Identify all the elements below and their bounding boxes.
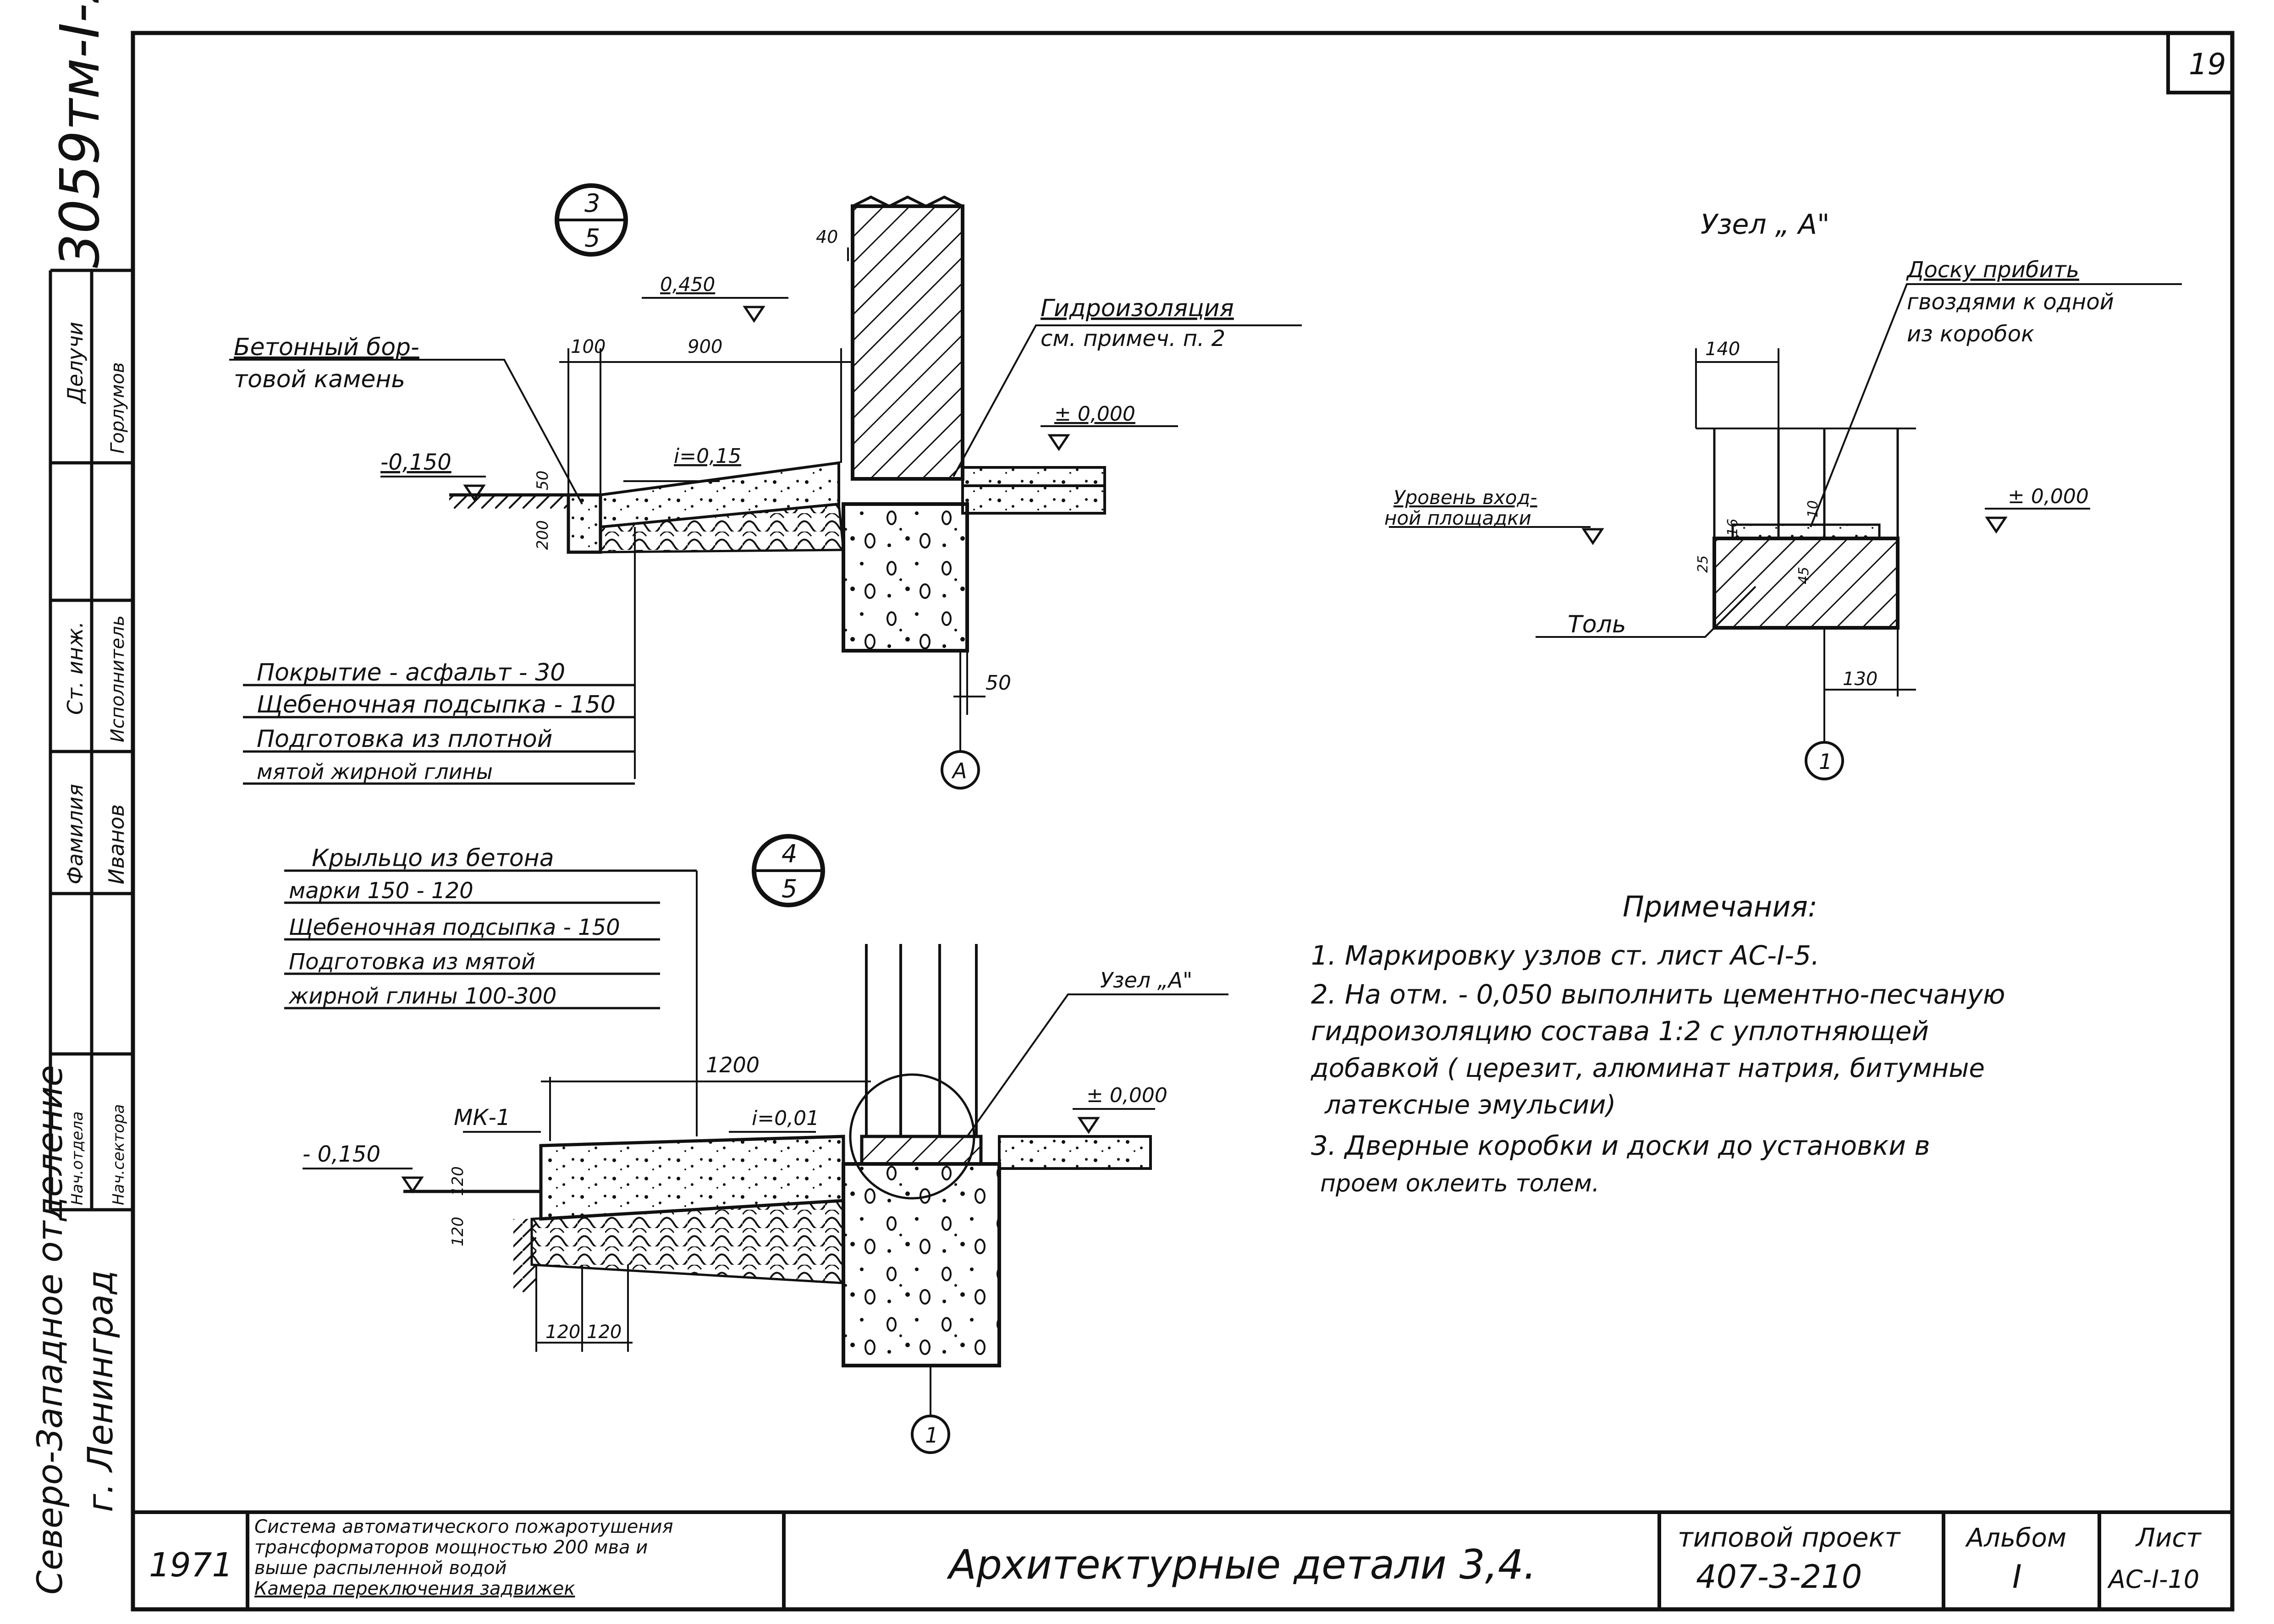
node-a-board-1: Доску прибить: [1906, 257, 2079, 283]
stamp-row-2-name: Исполнитель: [107, 615, 128, 742]
note-line-2: 2. На отм. - 0,050 выполнить цементно-пе…: [1311, 979, 2005, 1010]
stamp-org: Северо-Западное отделение: [29, 1065, 70, 1595]
node-a-level-zero: ± 0,000: [2008, 485, 2089, 508]
layer-top-1: Покрытие - асфальт - 30: [257, 659, 565, 686]
level-minus-0150-top: -0,150: [380, 450, 451, 475]
tb-proj-label: типовой проект: [1678, 1522, 1901, 1553]
layer-top-2: Щебеночная подсыпка - 150: [257, 691, 616, 719]
note-line-4: добавкой ( церезит, алюминат натрия, бит…: [1310, 1053, 1985, 1083]
stamp-row-1-role: Делучи: [63, 322, 88, 404]
dim-50-foundation: 50: [986, 671, 1011, 695]
dim-100: 100: [571, 336, 606, 357]
curb-label-2: товой камень: [234, 366, 405, 393]
note-line-6: 3. Дверные коробки и доски до установки …: [1311, 1130, 1930, 1161]
dim-120-a: 120: [449, 1166, 467, 1196]
tb-desc-3: выше распыленной водой: [254, 1558, 507, 1579]
detail-4-drawing: [284, 834, 1228, 1454]
node-a-level-2: ной площадки: [1384, 507, 1531, 529]
tb-year: 1971: [149, 1546, 233, 1584]
node-a-tol: Толь: [1568, 611, 1626, 638]
node-a-d25: 25: [1695, 555, 1711, 573]
layer-bottom-1: Крыльцо из бетона: [312, 845, 554, 872]
level-zero-top: ± 0,000: [1054, 402, 1135, 426]
dim-50-top: 50: [534, 471, 552, 490]
node-a-dim-130: 130: [1843, 669, 1878, 690]
layer-bottom-3: Щебеночная подсыпка - 150: [289, 915, 620, 940]
level-0450: 0,450: [660, 273, 715, 296]
project-code-side: 3059тм-I-20: [48, 0, 111, 268]
note-line-7: проем оклеить толем.: [1320, 1170, 1599, 1197]
axis-a-label: А: [951, 758, 967, 783]
detail-3-sheet: 5: [584, 224, 600, 252]
dim-120-d: 120: [587, 1322, 622, 1343]
layer-bottom-5: жирной глины 100-300: [288, 983, 556, 1009]
layer-bottom-4: Подготовка из мятой: [289, 949, 535, 975]
dim-1200: 1200: [706, 1053, 760, 1077]
detail-4-sheet: 5: [782, 874, 797, 903]
stamp-row-4-role: Нач.отдела: [68, 1111, 87, 1205]
node-a-d45: 45: [1796, 567, 1812, 584]
node-a-level-1: Уровень вход-: [1393, 486, 1537, 509]
node-a-board-3: из коробок: [1907, 321, 2034, 347]
hydro-label-2: см. примеч. п. 2: [1041, 326, 1225, 351]
node-a-dim-140: 140: [1705, 339, 1740, 360]
slope-bottom: i=0,01: [752, 1107, 819, 1130]
stamp-row-2-role: Ст. инж.: [63, 621, 88, 715]
curb-label-1: Бетонный бор-: [234, 334, 419, 361]
axis-marker-1-bottom: [911, 1415, 950, 1454]
level-zero-bottom: ± 0,000: [1086, 1084, 1167, 1107]
axis-marker-a: [941, 750, 980, 790]
sheet-frame: [131, 31, 2235, 1612]
tb-title: Архитектурные детали 3,4.: [947, 1541, 1536, 1588]
title-block: [133, 1510, 2232, 1609]
stamp-row-3-name: Иванов: [104, 804, 129, 884]
stamp-row-4-name: Нач.сектора: [110, 1104, 128, 1205]
layer-top-4: мятой жирной глины: [257, 759, 493, 784]
notes-title: Примечания:: [1623, 890, 1817, 923]
node-a-d10: 10: [1805, 500, 1821, 518]
note-line-1: 1. Маркировку узлов ст. лист АС-I-5.: [1311, 940, 1819, 971]
axis-marker-1: [1805, 741, 1844, 780]
tb-desc-1: Система автоматического пожаротушения: [254, 1516, 673, 1537]
layer-bottom-2: марки 150 - 120: [289, 878, 474, 904]
mk-label: МК-1: [454, 1105, 510, 1130]
node-a-callout-circle: [849, 1073, 975, 1200]
dim-120-c: 120: [545, 1322, 580, 1343]
node-a-axis-1: 1: [1819, 749, 1832, 774]
tb-album-num: I: [2012, 1558, 2022, 1596]
sheet-number: 19: [2189, 48, 2226, 82]
stamp-row-3-role: Фамилия: [63, 784, 88, 884]
stamp-city: г. Ленинград: [80, 1270, 121, 1512]
node-a-board-2: гвоздями к одной: [1907, 289, 2114, 315]
stamp-row-1-name: Горлумов: [107, 362, 128, 454]
detail-4-num: 4: [782, 839, 797, 868]
tb-sheet-num: АС-I-10: [2107, 1565, 2199, 1594]
node-a-title: Узел „ А": [1701, 208, 1830, 241]
slope-top: i=0,15: [674, 444, 741, 468]
tb-proj-num: 407-3-210: [1696, 1558, 1862, 1596]
detail-3-drawing: [229, 183, 1302, 790]
level-minus-0150-bottom: - 0,150: [303, 1141, 380, 1167]
note-line-3: гидроизоляцию состава 1:2 с уплотняющей: [1311, 1015, 1929, 1047]
tb-album-label: Альбом: [1965, 1523, 2066, 1553]
node-a-d16: 16: [1725, 519, 1741, 536]
tb-desc-4: Камера переключения задвижек: [254, 1578, 575, 1599]
node-a-ref: Узел „А": [1100, 968, 1192, 993]
tb-desc-2: трансформаторов мощностью 200 мва и: [254, 1537, 648, 1558]
layer-top-3: Подготовка из плотной: [257, 725, 552, 753]
detail-3-num: 3: [584, 189, 600, 218]
axis-1-label-bottom: 1: [925, 1423, 938, 1448]
node-a-drawing: [1389, 283, 2182, 780]
dim-40: 40: [816, 227, 838, 247]
left-stamp: [49, 269, 133, 1212]
tb-sheet-label: Лист: [2135, 1523, 2202, 1553]
note-line-5: латексные эмульсии): [1324, 1090, 1616, 1120]
dim-120-b: 120: [449, 1217, 467, 1246]
hydro-label-1: Гидроизоляция: [1041, 295, 1234, 322]
dim-200: 200: [534, 520, 552, 550]
dim-900: 900: [688, 336, 722, 357]
